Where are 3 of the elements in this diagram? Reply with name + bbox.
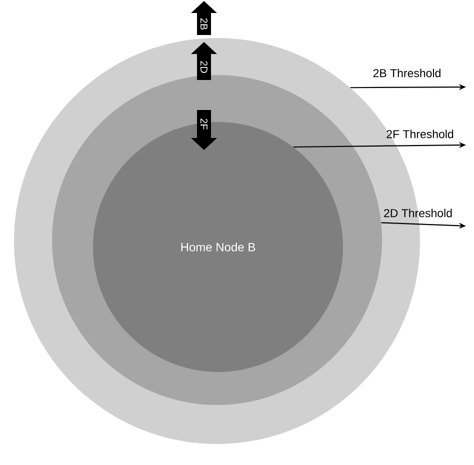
edge-label: 2B Threshold [373, 68, 440, 78]
edge-label: 2D Threshold [384, 208, 452, 218]
edge-label: 2F Threshold [386, 130, 454, 138]
